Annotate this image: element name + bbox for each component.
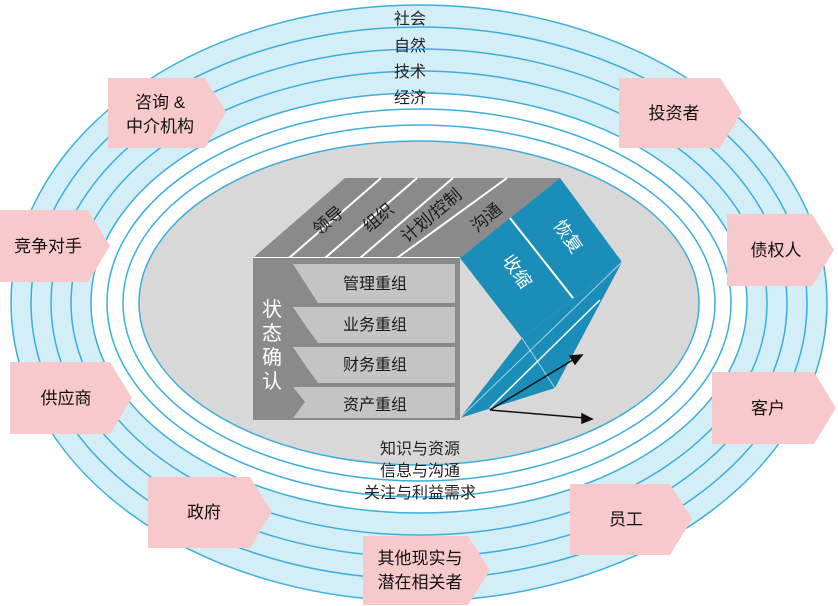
stakeholder-suppliers: 供应商 [10, 362, 132, 434]
stakeholder-creditors: 债权人 [727, 214, 834, 286]
stakeholder-others: 其他现实与 潜在相关者 [363, 536, 490, 605]
side-label-char-1: 状 [262, 298, 282, 321]
stakeholder-label-suppliers: 供应商 [41, 389, 92, 408]
cube-front [253, 258, 460, 420]
stakeholder-label-competitors: 竞争对手 [14, 237, 82, 256]
ring-label-society: 社会 [394, 10, 426, 28]
cube-blue-section [459, 178, 623, 419]
inner-label-knowledge-resources: 知识与资源 [380, 440, 460, 458]
stakeholder-government: 政府 [148, 477, 272, 548]
ring-label-economy: 经济 [394, 89, 426, 107]
stakeholder-label-consulting-line-2: 中介机构 [126, 117, 194, 136]
axis-arrows [489, 354, 594, 425]
stakeholder-label-others-line-2: 潜在相关者 [378, 573, 463, 592]
ring-label-technology: 技术 [394, 63, 426, 81]
side-label-char-2: 态 [262, 322, 282, 345]
row-label-finance: 财务重组 [343, 356, 407, 374]
ring-label-nature: 自然 [394, 37, 426, 55]
stakeholder-label-government: 政府 [187, 503, 221, 522]
stakeholder-label-investors: 投资者 [649, 104, 700, 123]
row-label-management: 管理重组 [343, 275, 407, 293]
stakeholder-label-employees: 员工 [609, 510, 643, 529]
stakeholder-label-customers: 客户 [751, 399, 785, 418]
row-label-assets: 资产重组 [343, 396, 407, 414]
row-label-business: 业务重组 [343, 316, 407, 334]
side-label-char-4: 认 [262, 370, 282, 393]
stakeholder-label-consulting-line-1: 咨询 & [135, 93, 186, 112]
stakeholder-consulting: 咨询 & 中介机构 [108, 78, 226, 148]
stakeholder-competitors: 竞争对手 [0, 210, 110, 282]
stakeholder-label-creditors: 债权人 [751, 241, 802, 260]
side-label-char-3: 确 [262, 346, 282, 369]
stakeholder-customers: 客户 [712, 372, 836, 444]
inner-label-concerns-interests: 关注与利益需求 [364, 484, 476, 502]
stakeholder-employees: 员工 [570, 484, 692, 555]
stakeholder-label-others-line-1: 其他现实与 [378, 549, 463, 568]
stakeholder-investors: 投资者 [619, 78, 742, 148]
inner-label-information-communication: 信息与沟通 [380, 462, 460, 480]
